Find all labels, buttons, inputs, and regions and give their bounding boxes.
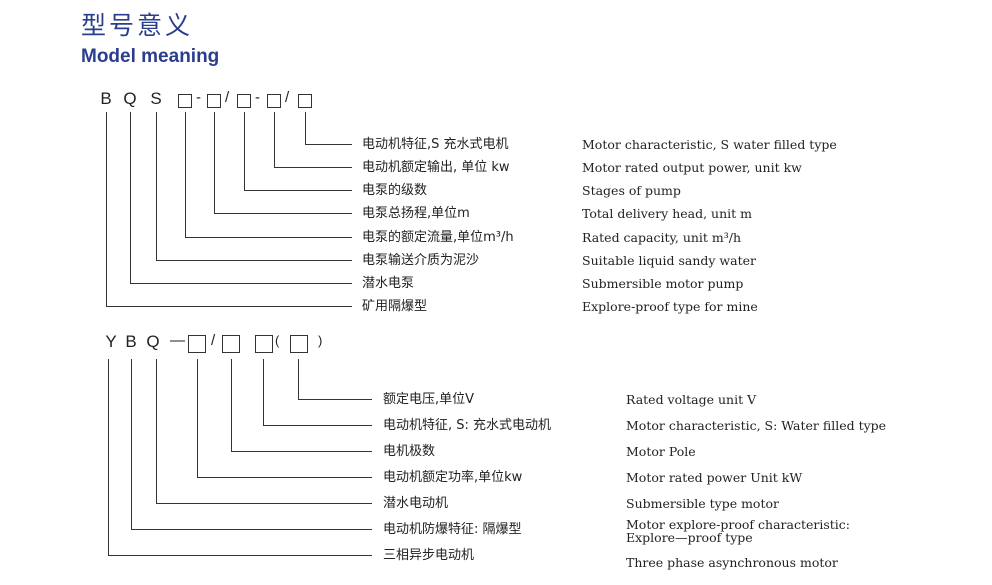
ybq-leader-3 — [231, 359, 372, 452]
bqs-row-8-en: Explore-proof type for mine — [582, 299, 758, 314]
ybq-letter-b: B — [125, 332, 137, 351]
bqs-leader-8 — [106, 112, 352, 307]
bqs-row-7-cn: 潜水电泵 — [362, 276, 415, 291]
bqs-box-5 — [298, 94, 312, 108]
bqs-leader-2 — [274, 112, 352, 168]
bqs-row-2-en: Motor rated output power, unit kw — [582, 160, 802, 175]
bqs-row-5-cn: 电泵的额定流量,单位m³/h — [362, 230, 514, 245]
ybq-leader-4 — [197, 359, 372, 478]
bqs-row-6-cn: 电泵输送介质为泥沙 — [362, 253, 480, 268]
bqs-leader-5 — [185, 112, 352, 238]
bqs-separator-dash-2: - — [255, 89, 260, 106]
ybq-separator-open-paren: ( — [275, 333, 280, 348]
ybq-box-1 — [188, 335, 206, 353]
bqs-separator-slash-1: / — [225, 89, 230, 106]
bqs-box-3 — [237, 94, 251, 108]
bqs-row-4-en: Total delivery head, unit m — [582, 206, 753, 221]
bqs-letter-s: S — [150, 89, 162, 108]
ybq-box-2 — [222, 335, 240, 353]
ybq-row-4-en: Motor rated power Unit kW — [626, 470, 803, 485]
ybq-row-6-en: Motor explore-proof characteristic: — [626, 517, 850, 532]
ybq-letter-q: Q — [146, 332, 160, 351]
ybq-row-6-cn: 电动机防爆特征: 隔爆型 — [383, 522, 522, 537]
bqs-row-8-cn: 矿用隔爆型 — [362, 299, 428, 314]
ybq-row-3-cn: 电机极数 — [383, 444, 436, 459]
bqs-row-1-cn: 电动机特征,S 充水式电机 — [362, 137, 509, 152]
bqs-separator-slash-2: / — [285, 89, 290, 106]
bqs-row-4-cn: 电泵总扬程,单位m — [362, 206, 470, 221]
ybq-row-3-en: Motor Pole — [626, 444, 696, 459]
ybq-letter-y: Y — [105, 332, 117, 351]
ybq-separator-slash: / — [211, 332, 216, 349]
bqs-leader-6 — [156, 112, 352, 261]
ybq-row-2-cn: 电动机特征, S: 充水式电动机 — [383, 418, 552, 433]
ybq-separator-close-paren: ) — [318, 333, 323, 348]
ybq-leader-5 — [156, 359, 372, 504]
bqs-leader-3 — [244, 112, 352, 191]
ybq-leader-6 — [131, 359, 372, 530]
bqs-letter-b: B — [100, 89, 112, 108]
ybq-row-4-cn: 电动机额定功率,单位kw — [383, 470, 523, 485]
bqs-row-5-en: Rated capacity, unit m³/h — [582, 230, 742, 245]
ybq-box-4 — [290, 335, 308, 353]
ybq-row-5-cn: 潜水电动机 — [383, 496, 449, 511]
ybq-row-1-cn: 额定电压,单位V — [383, 392, 475, 407]
bqs-box-2 — [207, 94, 221, 108]
ybq-leader-7 — [108, 359, 372, 556]
bqs-row-6-en: Suitable liquid sandy water — [582, 253, 756, 268]
ybq-row-1-en: Rated voltage unit V — [626, 392, 757, 407]
bqs-box-1 — [178, 94, 192, 108]
page-title-cn: 型号意义 — [81, 11, 194, 40]
bqs-row-3-en: Stages of pump — [582, 183, 681, 198]
bqs-leader-1 — [305, 112, 352, 145]
ybq-box-3 — [255, 335, 273, 353]
ybq-row-7-cn: 三相异步电动机 — [383, 548, 475, 563]
page-title-en: Model meaning — [81, 46, 220, 67]
ybq-leader-2 — [263, 359, 372, 426]
ybq-row-2-en: Motor characteristic, S: Water filled ty… — [626, 418, 887, 433]
ybq-leader-1 — [298, 359, 372, 400]
ybq-row-7-en: Three phase asynchronous motor — [626, 555, 838, 570]
bqs-row-1-en: Motor characteristic, S water filled typ… — [582, 137, 837, 152]
bqs-row-2-cn: 电动机额定输出, 单位 kw — [362, 160, 510, 175]
bqs-row-3-cn: 电泵的级数 — [362, 183, 428, 198]
bqs-leader-4 — [214, 112, 352, 214]
bqs-leader-7 — [130, 112, 352, 284]
ybq-row-6-en-line2: Explore—proof type — [626, 530, 753, 545]
bqs-row-7-en: Submersible motor pump — [582, 276, 744, 291]
bqs-separator-dash-1: - — [196, 89, 201, 106]
ybq-separator-dash: — — [170, 332, 185, 349]
bqs-box-4 — [267, 94, 281, 108]
ybq-row-5-en: Submersible type motor — [626, 496, 779, 511]
bqs-letter-q: Q — [123, 89, 137, 108]
